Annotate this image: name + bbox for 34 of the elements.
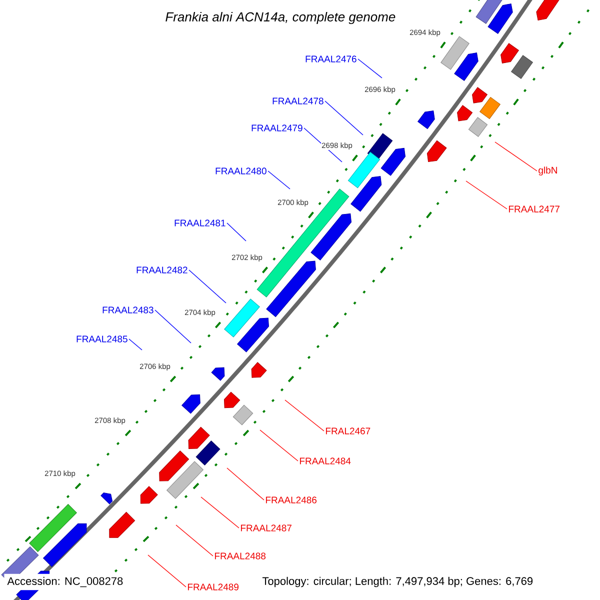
leader-line <box>268 170 290 190</box>
leader-line <box>466 180 508 210</box>
leader-line <box>148 554 186 588</box>
gene-label: FRAAL2478 <box>272 98 324 104</box>
gene-label: FRAAL2479 <box>252 124 302 132</box>
leader-line <box>200 496 240 528</box>
gene-label: FRAAL2489 <box>188 584 238 590</box>
genome-info-label: Topology: circular; Length: 7,497,934 bp; Genes: 6,769 <box>261 576 534 588</box>
gene-label: FRAAL2488 <box>214 552 266 560</box>
leader-line <box>154 310 192 344</box>
gene-label: FRAAL2476 <box>306 56 356 62</box>
leader-line <box>188 270 226 304</box>
gene-label: FRAAL2483 <box>102 306 154 314</box>
gene-label: FRAAL2481 <box>174 220 226 226</box>
gene-label: FRAAL2482 <box>136 266 188 274</box>
gene-label: FRAAL2485 <box>76 336 128 342</box>
title: Frankia alni ACN14a, complete genome <box>166 12 396 24</box>
leader-line <box>260 430 298 462</box>
leader-line <box>284 400 324 432</box>
gene-label: glbN <box>538 166 557 176</box>
leader-line <box>226 222 246 242</box>
leader-line <box>324 100 364 136</box>
gene-label: FRAAL2480 <box>216 168 266 174</box>
gene-label: FRAAL2484 <box>300 458 351 464</box>
gene-label: FRAL2467 <box>326 428 370 434</box>
accession-label: Accession: NC_008278 <box>4 574 126 590</box>
gene-label: FRAAL2477 <box>509 206 560 212</box>
leader-line <box>494 142 538 172</box>
leader-line <box>128 338 142 350</box>
leader-line <box>358 58 382 78</box>
leader-line <box>226 468 264 500</box>
leader-line <box>176 524 214 556</box>
gene-label: FRAAL2487 <box>240 524 292 532</box>
gene-label: FRAAL2486 <box>266 496 317 504</box>
